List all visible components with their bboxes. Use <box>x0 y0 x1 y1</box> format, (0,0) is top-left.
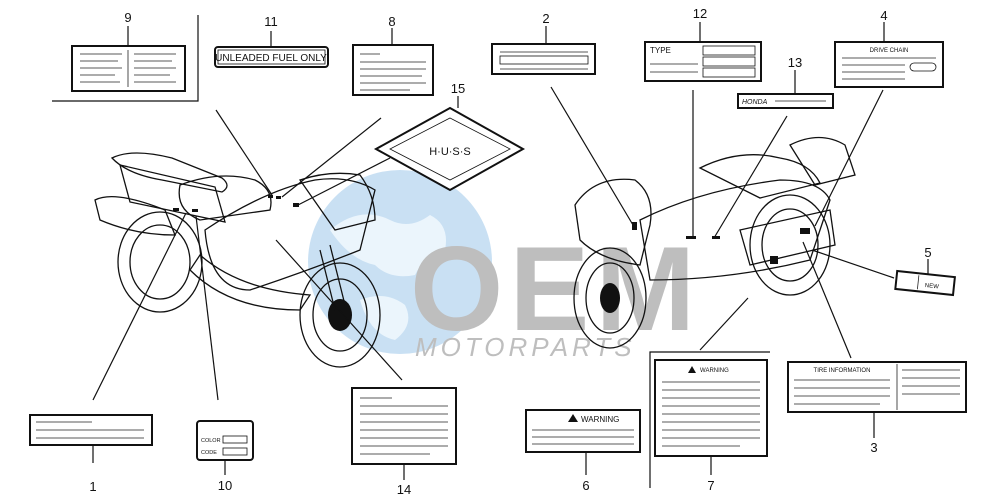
label-9 <box>71 45 186 92</box>
label-13-honda: HONDA <box>737 93 834 109</box>
callout-13: 13 <box>788 55 802 70</box>
label-5-new: NEW <box>894 269 956 297</box>
callout-numbers: 9 11 8 15 2 12 4 13 5 1 10 14 6 7 3 <box>89 6 931 497</box>
label-8 <box>352 44 434 96</box>
warning-text-6: WARNING <box>581 415 619 424</box>
label-12: TYPE <box>644 41 762 82</box>
callout-9: 9 <box>124 10 131 25</box>
right-motorcycle <box>573 136 856 349</box>
svg-text:H·U·S·S: H·U·S·S <box>429 146 471 158</box>
label-14 <box>351 387 457 465</box>
watermark: OEM MOTORPARTS <box>308 170 701 362</box>
new-text: NEW <box>924 283 939 290</box>
callout-15: 15 <box>451 81 465 96</box>
callout-3: 3 <box>870 440 877 455</box>
left-motorcycle <box>94 152 381 368</box>
callout-4: 4 <box>880 8 887 23</box>
warning-text-7: WARNING <box>700 368 729 374</box>
label-10-color-code: COLOR CODE <box>196 420 254 461</box>
warning-triangle-icon <box>688 366 696 373</box>
watermark-brand: OEM <box>410 222 701 356</box>
separators <box>52 15 770 488</box>
callout-1: 1 <box>89 479 96 494</box>
watermark-subtitle: MOTORPARTS <box>415 332 636 362</box>
label-6-warning: WARNING <box>525 409 641 453</box>
callout-6: 6 <box>582 478 589 493</box>
callout-7: 7 <box>707 478 714 493</box>
drive-chain-text: DRIVE CHAIN <box>870 48 909 54</box>
label-7-warning: WARNING <box>654 359 768 457</box>
honda-text: HONDA <box>742 99 768 106</box>
label-1 <box>29 414 153 446</box>
leader-lines <box>92 22 929 480</box>
callout-8: 8 <box>388 14 395 29</box>
callout-12: 12 <box>693 6 707 21</box>
label-11-fuel: UNLEADED FUEL ONLY <box>214 46 329 68</box>
label-markers <box>173 195 810 264</box>
label-2 <box>491 43 596 75</box>
label-3-tire-information: TIRE INFORMATION <box>787 361 967 413</box>
callout-2: 2 <box>542 11 549 26</box>
warning-triangle-icon <box>568 414 578 422</box>
label-4-drive-chain: DRIVE CHAIN <box>834 41 944 88</box>
callout-14: 14 <box>397 482 411 497</box>
color-text: COLOR <box>201 438 221 444</box>
code-text: CODE <box>201 450 217 456</box>
tire-info-text: TIRE INFORMATION <box>814 368 871 374</box>
callout-10: 10 <box>218 478 232 493</box>
callout-5: 5 <box>924 245 931 260</box>
type-text: TYPE <box>650 46 671 55</box>
label-15-diamond: H·U·S·S <box>373 106 526 192</box>
callout-11: 11 <box>264 14 278 29</box>
fuel-label-text: UNLEADED FUEL ONLY <box>215 53 327 64</box>
